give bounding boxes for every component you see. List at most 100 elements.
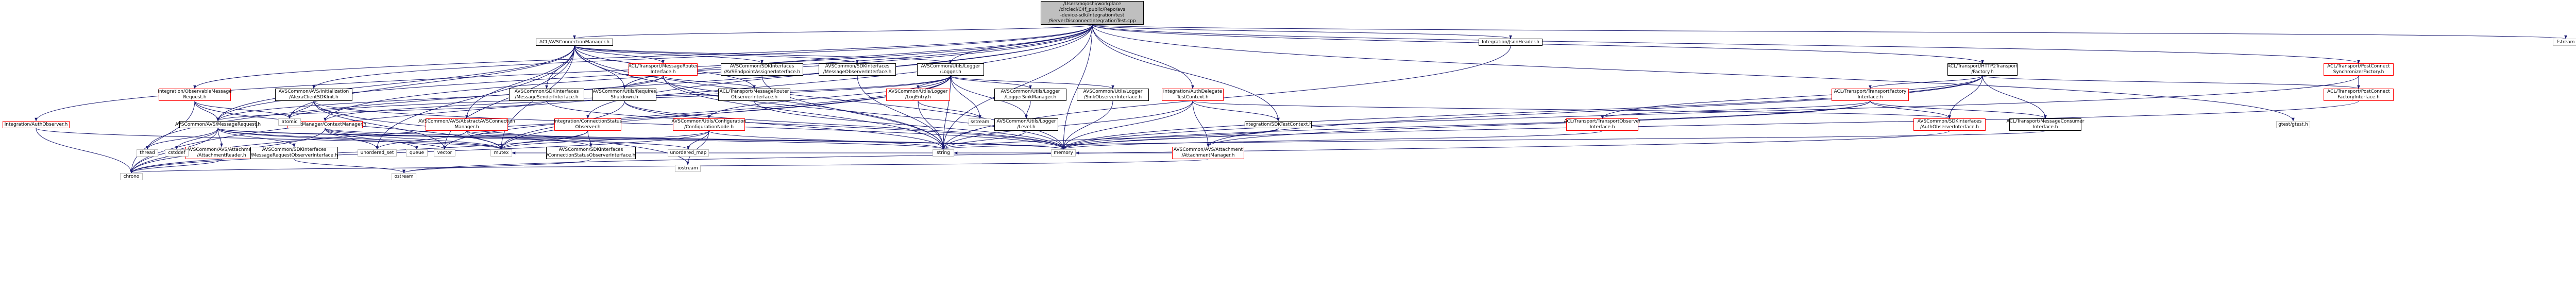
edge-ACL_Transport_HTTP2Transport-to-ACL_Transport_PostConnectFactoryInterface bbox=[1982, 75, 2360, 89]
edge-AVSCommon_SDKInterfaces_MessageSender-to-AVSCommon_AVS_MessageRequest bbox=[216, 100, 547, 122]
edge-Integration_JsonHeader-to-string bbox=[942, 45, 1511, 150]
node-avscommon-avs-attachment-attachmentmanager[interactable]: AVSCommon/AVS/Attachment /AttachmentMana… bbox=[1172, 147, 1244, 159]
edge-root-to-Integration_AuthObserver bbox=[35, 24, 1093, 122]
node-avscommon-utils-logger-logger[interactable]: AVSCommon/Utils/Logger /Logger.h bbox=[917, 63, 984, 76]
edge-ACL_Transport_PostConnectSynchronizerFactory-to-memory bbox=[1062, 75, 2359, 150]
edge-ACL_Transport_MessageConsumerInterface-to-string bbox=[942, 130, 2046, 150]
node-vector: vector bbox=[434, 149, 455, 157]
node-avscommon-utils-configuration-configurationnode[interactable]: AVSCommon/Utils/Configuration /Configura… bbox=[671, 118, 747, 131]
edge-ACL_Transport_TransportFactoryInterface-to-AVSCommon_SDKInterfaces_AuthObserver bbox=[1870, 100, 1951, 119]
edge-root-to-Integration_JsonHeader bbox=[1092, 24, 1512, 39]
edge-AVSCommon_SDKInterfaces_MessageSender-to-memory bbox=[546, 100, 1065, 150]
node-avscommon-sdkinterfaces-messagesenderinterface[interactable]: AVSCommon/SDKInterfaces /MessageSenderIn… bbox=[509, 89, 584, 101]
edge-ACL_Transport_TransportFactoryInterface-to-ACL_Transport_TransportObserverInterface bbox=[1601, 100, 1871, 119]
node-avscommon-utils-logger-logentry[interactable]: AVSCommon/Utils/Logger /LogEntry.h bbox=[886, 89, 950, 101]
node-avscommon-avs-attachment-attachmentreader[interactable]: AVSCommon/AVS/Attachment /AttachmentRead… bbox=[185, 147, 258, 159]
edge-AVSCommon_AVS_MessageRequest-to-vector bbox=[217, 128, 446, 150]
edge-AVSCommon_Utils_Configuration_ConfigurationNode-to-mutex bbox=[500, 130, 709, 150]
node-avscommon-utils-logger-loggersinkmanager[interactable]: AVSCommon/Utils/Logger /LoggerSinkManage… bbox=[994, 89, 1066, 101]
edge-ACL_Transport_MessageRouterInterface-to-ACL_Transport_MessageRouterObserver bbox=[663, 75, 756, 89]
edge-AVSCommon_Utils_Logger_SinkObserver-to-memory bbox=[1062, 100, 1113, 150]
node-fstream: fstream bbox=[2553, 39, 2576, 46]
node-avscommon-sdkinterfaces-messagerequestobserverinterface[interactable]: AVSCommon/SDKInterfaces /MessageRequestO… bbox=[250, 147, 338, 159]
edge-AVSCommon_Utils_Logger_Logger-to-AVSCommon_Utils_Logger_LoggerSinkManager bbox=[950, 75, 1032, 89]
edge-ContextManager_ContextManager-to-unordered_map bbox=[325, 128, 690, 150]
node-integration-authobserver[interactable]: Integration/AuthObserver.h bbox=[3, 121, 70, 128]
node-avscommon-sdkinterfaces-avsendpointassignerinterface[interactable]: AVSCommon/SDKInterfaces /AVSEndpointAssi… bbox=[721, 63, 803, 76]
node-avscommon-sdkinterfaces-connectionstatusobserverinterface[interactable]: AVSCommon/SDKInterfaces /ConnectionStatu… bbox=[546, 147, 636, 159]
edge-AVSCommon_Utils_RequiresShutdown-to-string bbox=[624, 100, 945, 150]
edge-Integration_AuthDelegateTestContext-to-Integration_SDKTestContext bbox=[1192, 100, 1280, 122]
node-acl-transport-messageconsumerinterface[interactable]: ACL/Transport/MessageConsumer Interface.… bbox=[2006, 118, 2084, 131]
node-integration-sdktestcontext[interactable]: Integration/SDKTestContext.h bbox=[1244, 121, 1312, 128]
edge-AVSCommon_AVS_MessageRequest-to-cstddef bbox=[175, 128, 218, 150]
node-avscommon-avs-initialization-alexaclientsdkinit[interactable]: AVSCommon/AVS/Initialization /AlexaClien… bbox=[275, 89, 352, 101]
node-sstream: sstream bbox=[969, 118, 991, 126]
edge-AVSCommon_Utils_Logger_Level-to-string bbox=[942, 130, 1027, 150]
edge-AVSCommon_Utils_Logger_Logger-to-AVSCommon_Utils_Logger_SinkObserver bbox=[950, 75, 1114, 89]
node-acl-avsconnectionmanager[interactable]: ACL/AVSConnectionManager.h bbox=[536, 39, 613, 46]
edge-AVSCommon_AVS_Initialization_AlexaClientSDKInit-to-atomic bbox=[288, 100, 314, 119]
node-avscommon-utils-logger-level[interactable]: AVSCommon/Utils/Logger /Level.h bbox=[994, 118, 1058, 131]
edge-AVSCommon_Utils_Logger_Logger-to-AVSCommon_Utils_Logger_Level bbox=[950, 75, 1028, 119]
node-acl-transport-messagerouterobserverinterface[interactable]: ACL/Transport/MessageRouter ObserverInte… bbox=[718, 89, 790, 101]
edge-ACL_AVSConnectionManager-to-AVSCommon_Utils_Logger_Logger bbox=[574, 45, 952, 64]
edge-root-to-AVSCommon_AVS_Initialization_AlexaClientSDKInit bbox=[312, 24, 1093, 89]
node-string: string bbox=[933, 149, 954, 157]
edge-ACL_Transport_HTTP2Transport-to-AVSCommon_SDKInterfaces_AuthObserver bbox=[1948, 75, 1983, 119]
edge-ACL_Transport_HTTP2Transport-to-memory bbox=[1062, 75, 1983, 150]
edge-ACL_Transport_HTTP2Transport-to-AVSCommon_AVS_Attachment_AttachmentManager bbox=[1207, 75, 1983, 147]
node-integration-authdelegatetestcontext[interactable]: Integration/AuthDelegate TestContext.h bbox=[1162, 89, 1224, 101]
edge-ACL_AVSConnectionManager-to-unordered_set bbox=[376, 45, 575, 150]
node-acl-transport-transportobserverinterface[interactable]: ACL/Transport/TransportObserver Interfac… bbox=[1564, 118, 1641, 131]
edge-AVSCommon_Utils_Logger_Logger-to-string bbox=[942, 75, 951, 150]
edge-AVSCommon_Utils_Configuration_ConfigurationNode-to-string bbox=[708, 130, 945, 150]
node-atomic: atomic bbox=[278, 118, 301, 126]
node-avscommon-utils-requiresshutdown[interactable]: AVSCommon/Utils/Requires Shutdown.h bbox=[592, 89, 656, 101]
edge-Integration_ConnectionStatusObserver-to-AVSCommon_SDKInterfaces_ConnectionStatusObserver bbox=[587, 130, 592, 147]
edge-root-to-memory bbox=[1062, 24, 1093, 150]
edge-ACL_Transport_MessageRouterObserver-to-memory bbox=[754, 100, 1065, 150]
edge-AVSCommon_AVS_MessageRequest-to-thread bbox=[146, 128, 218, 150]
edge-root-to-string bbox=[942, 24, 1093, 150]
edge-Integration_SDKTestContext-to-memory bbox=[1062, 128, 1279, 150]
edge-ACL_AVSConnectionManager-to-AVSCommon_AVS_AbstractAVSConnectionManager bbox=[465, 45, 575, 119]
edge-root-to-Integration_ObservableMessageRequest bbox=[193, 24, 1093, 89]
node-acl-transport-messagerouterinterface[interactable]: ACL/Transport/MessageRouter Interface.h bbox=[628, 63, 698, 76]
edge-Integration_AuthObserver-to-mutex bbox=[36, 128, 503, 150]
edge-root-to-AVSCommon_Utils_Logger_Logger bbox=[949, 24, 1093, 64]
edge-Integration_AuthDelegateTestContext-to-string bbox=[942, 100, 1193, 150]
edge-AVSCommon_AVS_Initialization_AlexaClientSDKInit-to-vector bbox=[313, 100, 446, 150]
node-contextmanager-contextmanager[interactable]: ContextManager/ContextManager.h bbox=[284, 121, 366, 128]
edge-AVSCommon_SDKInterfaces_ConnectionStatusObserver-to-ostream bbox=[402, 159, 591, 174]
root-file-node: /Users/nojoshi/workplace /circleci/C4f_p… bbox=[1041, 1, 1144, 25]
node-avscommon-sdkinterfaces-authobserverinterface[interactable]: AVSCommon/SDKInterfaces /AuthObserverInt… bbox=[1913, 118, 1986, 131]
node-avscommon-avs-messagerequest[interactable]: AVSCommon/AVS/MessageRequest.h bbox=[175, 121, 261, 128]
edge-ACL_Transport_TransportFactoryInterface-to-ACL_Transport_MessageConsumerInterface bbox=[1870, 100, 2047, 119]
edge-ContextManager_ContextManager-to-mutex bbox=[325, 128, 503, 150]
node-integration-observablemessagerequest[interactable]: Integration/ObservableMessage Request.h bbox=[158, 89, 232, 101]
edge-root-to-fstream bbox=[1092, 24, 2567, 39]
edge-ACL_Transport_TransportObserverInterface-to-memory bbox=[1062, 130, 1603, 150]
edge-Integration_ObservableMessageRequest-to-AVSCommon_AVS_MessageRequest bbox=[194, 100, 219, 122]
edge-AVSCommon_Utils_Logger_LogEntry-to-string bbox=[918, 100, 945, 150]
node-avscommon-avs-abstractavsconnectionmanager[interactable]: AVSCommon/AVS/AbstractAVSConnection Mana… bbox=[418, 118, 515, 131]
edge-AVSCommon_AVS_Attachment_AttachmentManager-to-chrono bbox=[130, 159, 1209, 174]
edge-ACL_AVSConnectionManager-to-AVSCommon_SDKInterfaces_MessageObserver bbox=[574, 45, 859, 64]
node-avscommon-sdkinterfaces-messageobserverinterface[interactable]: AVSCommon/SDKInterfaces /MessageObserver… bbox=[819, 63, 896, 76]
edge-ACL_Transport_HTTP2Transport-to-ACL_Transport_MessageConsumerInterface bbox=[1982, 75, 2047, 119]
edge-ACL_Transport_TransportFactoryInterface-to-AVSCommon_AVS_Attachment_AttachmentManager bbox=[1207, 100, 1871, 147]
node-acl-transport-postconnectfactoryinterface[interactable]: ACL/Transport/PostConnect FactoryInterfa… bbox=[2324, 89, 2394, 101]
node-integration-jsonheader[interactable]: Integration/JsonHeader.h bbox=[1479, 39, 1543, 46]
node-avscommon-utils-logger-sinkobserverinterface[interactable]: AVSCommon/Utils/Logger /SinkObserverInte… bbox=[1077, 89, 1149, 101]
edge-ACL_Transport_MessageRouterInterface-to-AVSCommon_Utils_RequiresShutdown bbox=[623, 75, 664, 89]
edge-ACL_Transport_PostConnectFactoryInterface-to-memory bbox=[1062, 100, 2359, 150]
node-acl-transport-transportfactoryinterface[interactable]: ACL/Transport/TransportFactory Interface… bbox=[1832, 89, 1909, 101]
edge-AVSCommon_SDKInterfaces_MessageRequestObserver-to-ostream bbox=[294, 159, 405, 174]
node-acl-transport-postconnectsynchronizerfactory[interactable]: ACL/Transport/PostConnect SynchronizerFa… bbox=[2324, 63, 2394, 76]
node-thread: thread bbox=[137, 149, 158, 157]
node-acl-transport-http2transport-factory[interactable]: ACL/Transport/HTTP2Transport /Factory.h bbox=[1947, 63, 2018, 76]
node-integration-connectionstatusobserver[interactable]: Integration/ConnectionStatus Observer.h bbox=[553, 118, 622, 131]
